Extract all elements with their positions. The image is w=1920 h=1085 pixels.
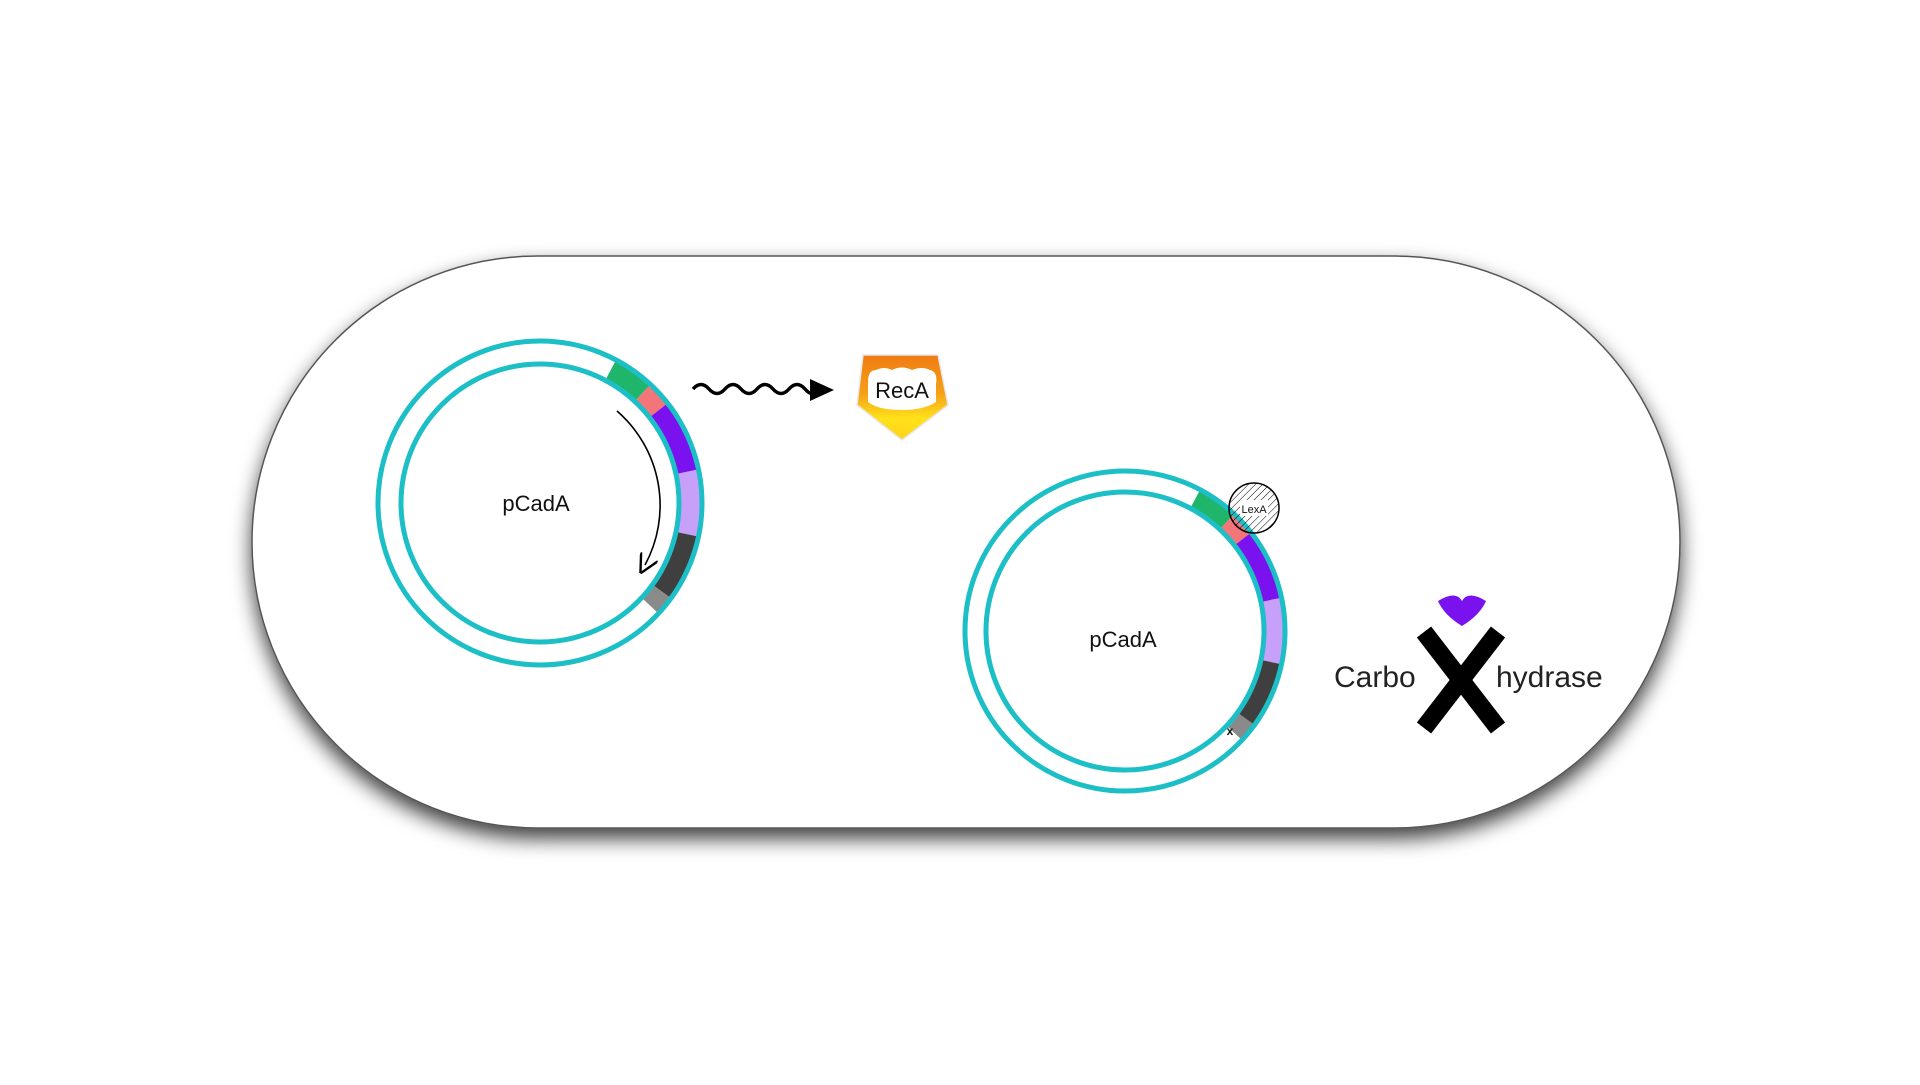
left-terminator-segment <box>652 531 699 599</box>
transcription-arrow-icon <box>616 410 661 565</box>
enzyme-label-left: Carbo <box>1334 661 1416 694</box>
right-plasmid-inner-ring <box>983 489 1267 773</box>
left-plasmid-inner-ring <box>398 361 682 645</box>
wavy-arrow-icon <box>691 379 834 401</box>
right-plasmid-label: pCadA <box>1089 627 1157 652</box>
left-plasmid-label: pCadA <box>502 491 570 516</box>
left-plasmid-parts <box>605 359 702 614</box>
left-gene-segment-primary <box>649 403 699 475</box>
lexa-label: LexA <box>1241 504 1267 516</box>
right-gene-segment-secondary <box>1260 597 1286 665</box>
right-plasmid-outer-ring <box>962 468 1288 794</box>
left-plasmid-outer-ring <box>375 338 705 668</box>
x-cross-icon <box>1416 626 1506 734</box>
reca-label: RecA <box>875 378 929 403</box>
reca-pentagon-icon: RecA <box>856 354 949 441</box>
right-promoter-segment <box>1190 489 1235 530</box>
right-gene-segment-primary <box>1234 532 1282 603</box>
left-promoter-segment <box>605 359 651 402</box>
enzyme-label-right: hydrase <box>1496 661 1603 694</box>
left-gene-segment-secondary <box>675 469 702 537</box>
right-plasmid-parts <box>1190 489 1286 741</box>
right-terminator-segment <box>1237 659 1282 726</box>
left-plasmid: pCadA <box>375 338 705 668</box>
right-plasmid: pCadA x LexA <box>962 468 1288 794</box>
terminator-x-mark: x <box>1227 724 1234 738</box>
right-operator-segment <box>1219 513 1252 546</box>
lexa-repressor: LexA <box>1228 482 1280 534</box>
enzyme-group: Carbo hydrase <box>1334 595 1603 734</box>
cell-body <box>251 255 1681 829</box>
enzyme-cap-icon <box>1438 595 1486 626</box>
